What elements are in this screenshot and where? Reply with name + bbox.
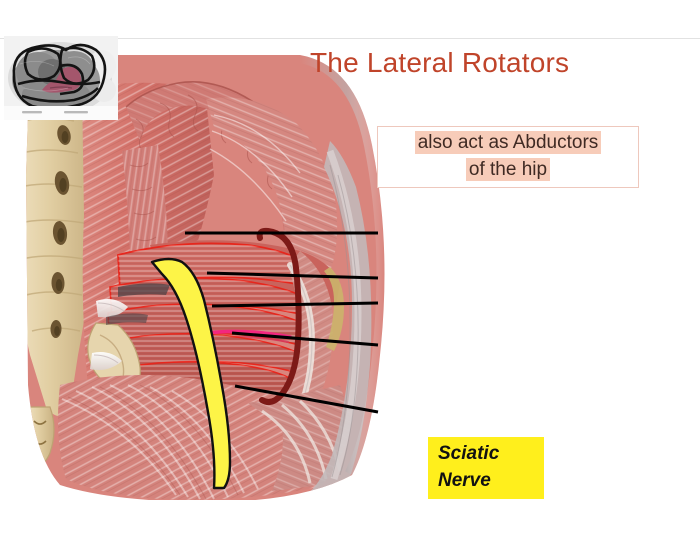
caption-line-1: also act as Abductors: [378, 129, 638, 156]
caption-line-2: of the hip: [378, 156, 638, 183]
leader-lines: [185, 231, 379, 414]
abductors-caption-box: also act as Abductors of the hip: [377, 126, 639, 188]
sciatic-nerve-label-box: Sciatic Nerve: [428, 437, 544, 499]
page-title: The Lateral Rotators: [310, 47, 570, 78]
leader-line-obturator-internus: [211, 301, 379, 308]
header-divider: [0, 38, 700, 39]
ct-cross-section-inset: [4, 36, 118, 118]
nerve-label-line-2: Nerve: [438, 470, 491, 491]
lateral-rotators-brace: [256, 227, 302, 405]
leader-line-quadratus-femoris: [234, 384, 379, 414]
sciatic-nerve-highlight: [150, 257, 232, 490]
leader-line-inferior-gemellus: [231, 331, 379, 347]
inset-caption-strip: [4, 106, 118, 120]
nerve-label-line-1: Sciatic: [438, 443, 500, 464]
leader-line-superior-gemellus: [206, 271, 379, 280]
